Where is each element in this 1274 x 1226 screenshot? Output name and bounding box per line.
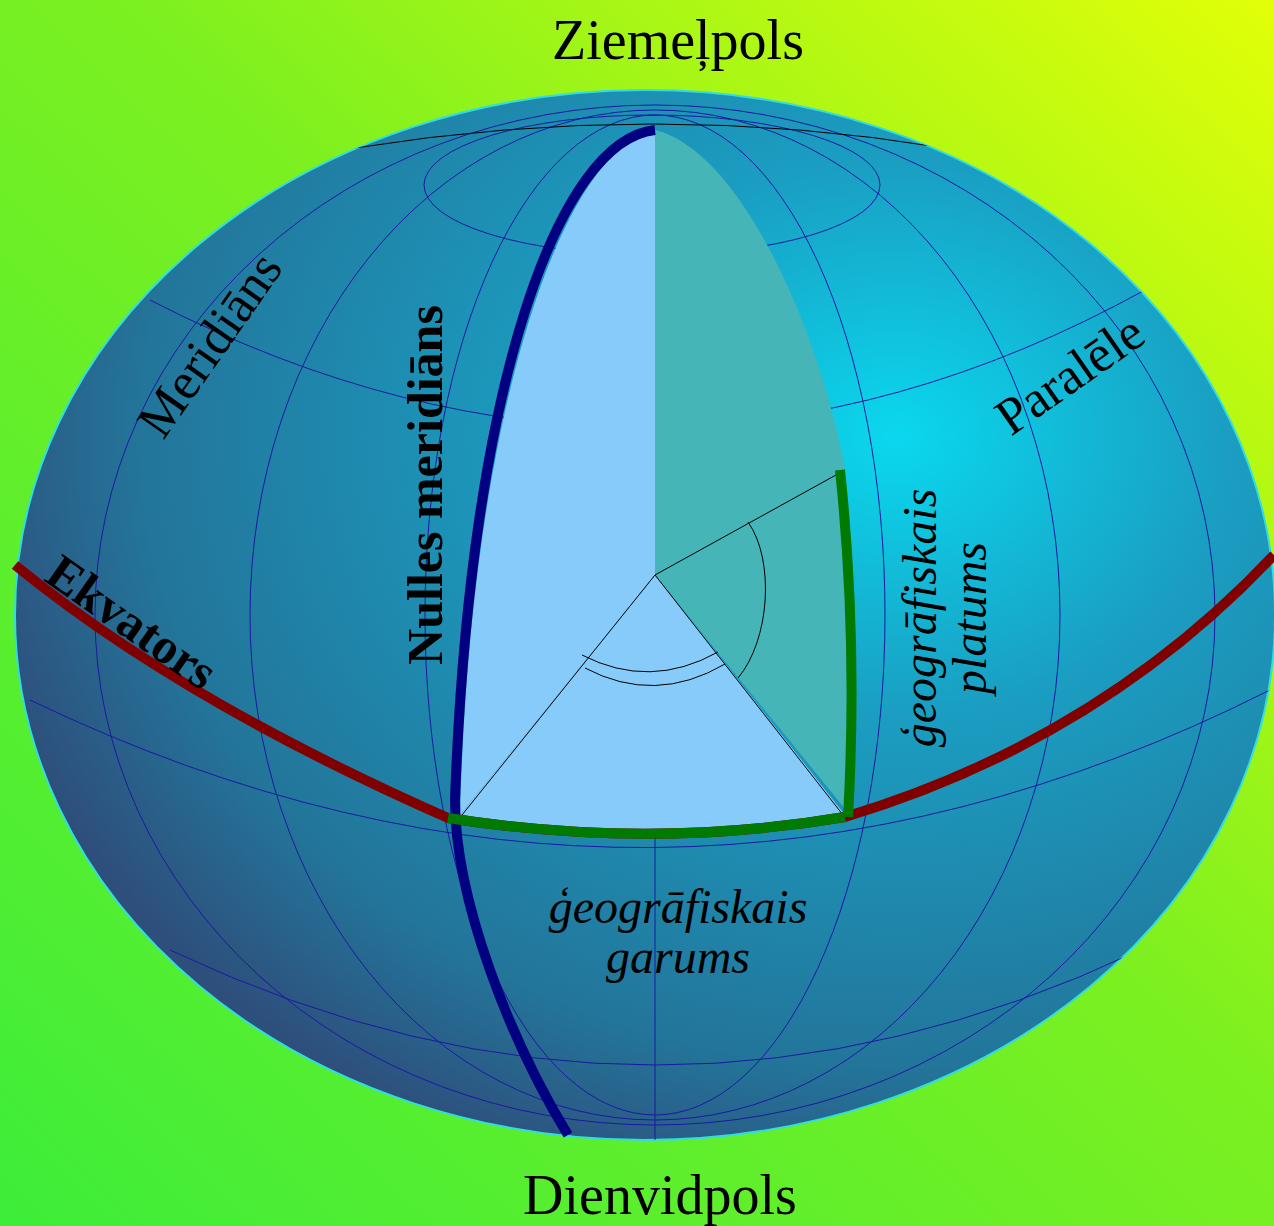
pole-label: Ziemeļpols — [552, 11, 804, 70]
prime-meridian-label: Nulles meridiāns — [399, 305, 452, 665]
longitude-label: ģeogrāfiskais garums — [498, 882, 858, 983]
pole-label: Dienvidpols — [523, 1166, 797, 1225]
latitude-label: ģeogrāfiskais platums — [895, 453, 996, 783]
